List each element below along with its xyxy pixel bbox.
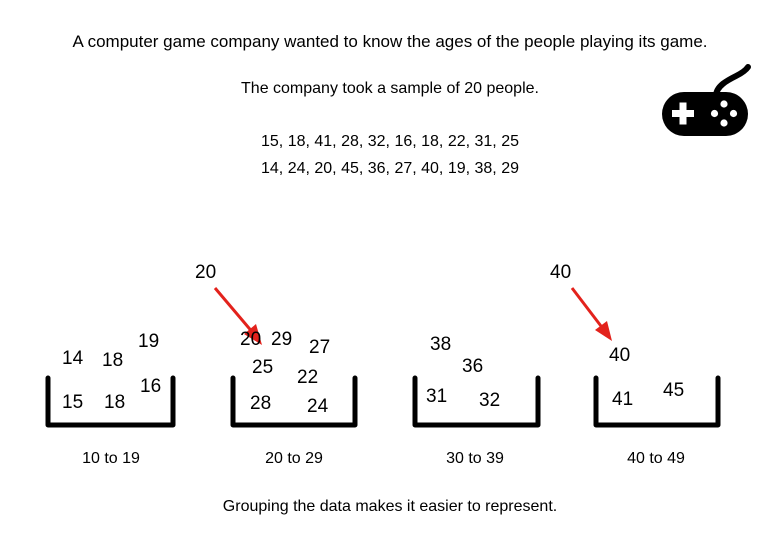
bucket-label-40-49: 40 to 49	[627, 450, 685, 467]
bucket-10-19	[45, 375, 176, 428]
footer-note: Grouping the data makes it easier to rep…	[222, 498, 558, 515]
bucket-40-49	[593, 375, 721, 428]
bucket-value: 29	[271, 329, 293, 350]
bucket-value: 25	[252, 357, 274, 378]
bucket-value: 15	[62, 392, 84, 413]
bucket-value: 18	[102, 350, 124, 371]
data-line-1: 15, 18, 41, 28, 32, 16, 18, 22, 31, 25	[261, 133, 519, 150]
bucket-value: 16	[140, 376, 162, 397]
bucket-30-39	[412, 375, 541, 428]
bucket-value: 31	[426, 386, 448, 407]
bucket-value: 28	[250, 393, 272, 414]
bucket-label-10-19: 10 to 19	[82, 450, 140, 467]
data-line-2: 14, 24, 20, 45, 36, 27, 40, 19, 38, 29	[261, 160, 519, 177]
bucket-label-30-39: 30 to 39	[446, 450, 504, 467]
arrow-to-40s-bucket	[570, 287, 612, 341]
bucket-value: 27	[309, 337, 331, 358]
bucket-value: 36	[462, 356, 484, 377]
bucket-value: 38	[430, 334, 452, 355]
bucket-20-29	[230, 375, 358, 428]
bucket-value: 22	[297, 367, 319, 388]
heading: A computer game company wanted to know t…	[72, 32, 708, 51]
bucket-value: 24	[307, 396, 329, 417]
bucket-value: 14	[62, 348, 84, 369]
sample-description: The company took a sample of 20 people.	[241, 80, 539, 97]
bucket-value: 40	[609, 345, 631, 366]
bucket-value: 45	[663, 380, 685, 401]
bucket-value: 41	[612, 389, 634, 410]
bucket-value: 18	[104, 392, 126, 413]
game-controller-icon	[662, 64, 751, 136]
bucket-value: 20	[240, 329, 262, 350]
bucket-value: 32	[479, 390, 501, 411]
picked-value-20: 20	[195, 262, 217, 283]
picked-value-40: 40	[550, 262, 572, 283]
bucket-label-20-29: 20 to 29	[265, 450, 323, 467]
bucket-value: 19	[138, 331, 160, 352]
arrow-to-20s-bucket	[213, 287, 262, 345]
